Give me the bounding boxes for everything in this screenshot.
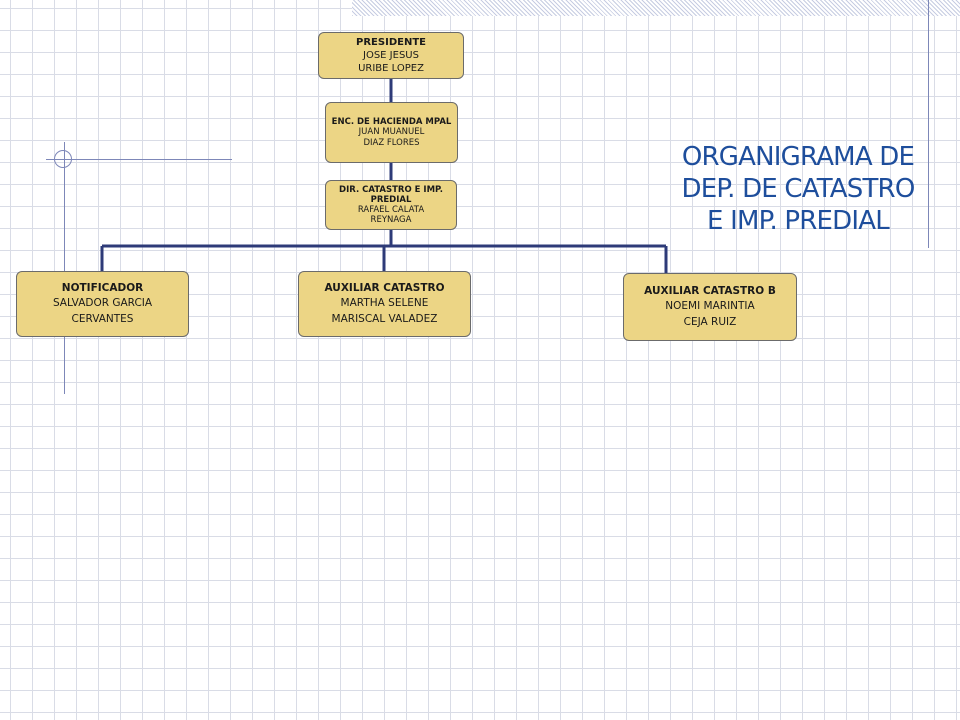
decorative-horizontal-line-left [46,159,232,160]
node-director-name-line2: REYNAGA [370,215,412,226]
node-auxiliar-catastro-b: AUXILIAR CATASTRO B NOEMI MARINTIA CEJA … [623,273,797,341]
node-hacienda: ENC. DE HACIENDA MPAL JUAN MUANUEL DIAZ … [325,102,458,163]
diagram-title: ORGANIGRAMA DE DEP. DE CATASTRO E IMP. P… [672,141,924,237]
diagram-title-line3: E IMP. PREDIAL [707,206,890,236]
node-auxiliar-catastro-name-line2: MARISCAL VALADEZ [331,312,438,325]
node-notificador-name-line2: CERVANTES [71,312,134,325]
node-hacienda-name-line2: DIAZ FLORES [363,137,420,148]
node-presidente-name-line1: JOSE JESUS [363,50,419,61]
node-hacienda-role: ENC. DE HACIENDA MPAL [331,116,452,127]
node-auxiliar-catastro-role: AUXILIAR CATASTRO [324,282,445,295]
decorative-hatch-band [352,0,960,16]
node-hacienda-name-line1: JUAN MUANUEL [358,127,425,138]
node-director-name-line1: RAFAEL CALATA [357,205,425,215]
node-presidente-name-line2: URIBE LOPEZ [358,63,424,74]
node-auxiliar-catastro-b-name-line1: NOEMI MARINTIA [665,300,755,313]
node-auxiliar-catastro-b-name-line2: CEJA RUIZ [683,315,737,328]
node-presidente-role: PRESIDENTE [356,37,426,48]
decorative-circle [54,150,72,168]
node-director: DIR. CATASTRO E IMP. PREDIAL RAFAEL CALA… [325,180,457,230]
node-notificador: NOTIFICADOR SALVADOR GARCIA CERVANTES [16,271,189,337]
node-auxiliar-catastro-name-line1: MARTHA SELENE [340,297,429,310]
decorative-vertical-line-left [64,142,65,394]
node-director-role: DIR. CATASTRO E IMP. PREDIAL [339,184,443,205]
node-notificador-role: NOTIFICADOR [61,282,144,295]
diagram-title-line2: DEP. DE CATASTRO [681,174,915,204]
node-notificador-name-line1: SALVADOR GARCIA [52,297,153,310]
diagram-title-line1: ORGANIGRAMA DE [681,142,915,172]
node-auxiliar-catastro-b-role: AUXILIAR CATASTRO B [644,285,776,298]
decorative-vertical-line-right [928,0,929,248]
node-auxiliar-catastro: AUXILIAR CATASTRO MARTHA SELENE MARISCAL… [298,271,471,337]
node-presidente: PRESIDENTE JOSE JESUS URIBE LOPEZ [318,32,464,79]
